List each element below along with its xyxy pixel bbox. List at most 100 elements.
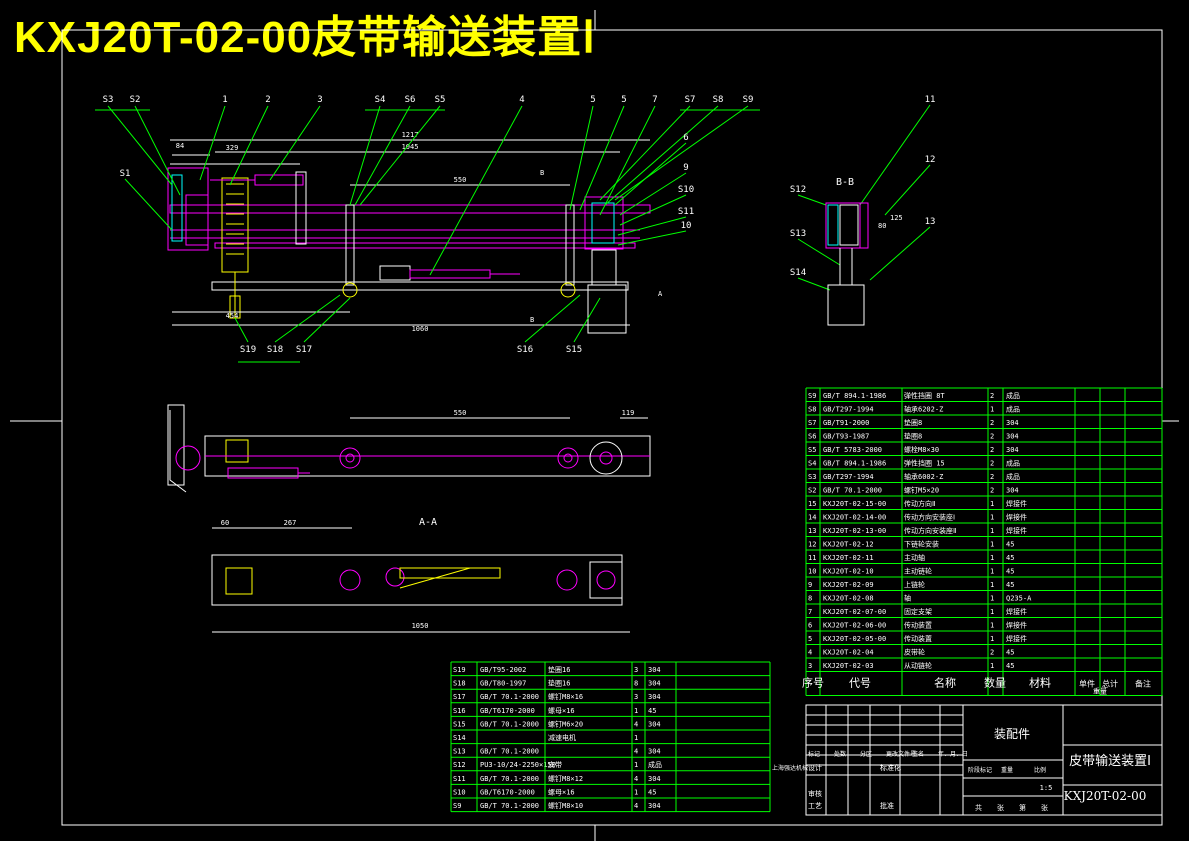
callout-leader-side [619, 172, 687, 216]
dim-front-inner: 1045 [402, 143, 419, 151]
right-pulley-block [584, 196, 624, 250]
parts-right-cell: 14 [808, 514, 816, 522]
parts-right-cell: KXJ20T-02-10 [823, 568, 874, 576]
callout-leader-bottom [234, 317, 249, 343]
parts-right-cell: 成品 [1006, 405, 1020, 414]
parts-right-cell: 传动方向安装座Ⅰ [904, 513, 955, 522]
parts-left-cell: GB/T 70.1-2000 [480, 693, 539, 701]
plan-idler-2-hub [563, 453, 573, 463]
section-marker-a: A [658, 290, 663, 298]
callout-label-top: S7 [685, 95, 696, 105]
parts-left-cell: 螺钉M8×12 [548, 774, 583, 783]
parts-right-cell: 2 [990, 433, 994, 441]
title-block-frame [805, 704, 1163, 816]
plan-idler-1 [339, 447, 361, 469]
parts-right-cell: KXJ20T-02-07-00 [823, 608, 886, 616]
callout-leader-side [614, 142, 687, 206]
parts-left-cell: S16 [453, 707, 466, 715]
callout-leader-top [134, 105, 181, 196]
callout-leader-top [599, 105, 656, 216]
plan-idler-1-hub [345, 453, 355, 463]
bottom-drive-hub [596, 570, 616, 590]
callout-leader-top [604, 105, 719, 206]
parts-right-cell: 传动装置 [904, 621, 932, 630]
callout-leader-side [797, 277, 831, 291]
callout-leader-side [124, 178, 173, 231]
callout-label-top: 2 [265, 95, 270, 105]
callout-label-side: S1 [120, 169, 131, 179]
parts-left-cell: 1 [634, 788, 638, 796]
parts-right-cell: 螺栓M8×30 [904, 445, 939, 454]
parts-right-cell: 1 [990, 514, 994, 522]
dim-plan-top-right: 119 [622, 409, 635, 417]
front-support-1 [345, 204, 355, 286]
section-marker-b-top: B [540, 169, 544, 177]
drive-gearbox [591, 249, 617, 286]
parts-right-cell: 1 [990, 595, 994, 603]
dim-bottom-left-a: 60 [221, 519, 229, 527]
callout-label-bottom: S15 [566, 345, 582, 355]
callout-leader-top [349, 105, 381, 206]
callout-leader-bottom [274, 294, 341, 343]
parts-right-cell: 45 [1006, 649, 1014, 657]
caster-left [342, 282, 358, 298]
parts-right-cell: 主动链轮 [904, 567, 932, 576]
callout-label-side: 9 [683, 163, 688, 173]
callout-label-top: 5 [621, 95, 626, 105]
title-drawing-code: KXJ20T-02-00 [1064, 789, 1147, 803]
callout-label-top: S4 [375, 95, 386, 105]
title-row-label: 标记 [808, 750, 820, 758]
parts-right-cell: KXJ20T-02-08 [823, 595, 874, 603]
parts-right-cell: KXJ20T-02-14-00 [823, 514, 886, 522]
parts-right-cell: 7 [808, 608, 812, 616]
parts-right-cell: 1 [990, 581, 994, 589]
parts-right-cell: 6 [808, 622, 812, 630]
parts-left-cell: S14 [453, 734, 466, 742]
parts-right-cell: S7 [808, 419, 816, 427]
bottom-link [399, 567, 471, 589]
parts-left-cell: 螺钉M6×20 [548, 719, 583, 728]
parts-right-cell: 1 [990, 622, 994, 630]
callout-leader-top [354, 105, 411, 206]
callout-label-bottom: S17 [296, 345, 312, 355]
callout-leader-top [359, 105, 441, 206]
callout-label-top: S8 [713, 95, 724, 105]
title-left-note: 上海强达机械 [772, 764, 808, 772]
callout-leader-bottom [573, 297, 601, 343]
parts-right-cell: 10 [808, 568, 816, 576]
parts-right-cell: 2 [990, 487, 994, 495]
parts-left-cell: 304 [648, 802, 661, 810]
parts-left-cell: 螺母×16 [548, 787, 575, 796]
parts-header-cell: 材料 [1029, 676, 1051, 690]
parts-right-cell: 传动方向Ⅱ [904, 499, 935, 508]
drawing-title: KXJ20T-02-00皮带输送装置Ⅰ [14, 13, 597, 62]
parts-right-cell: 焊接件 [1006, 526, 1027, 535]
parts-left-cell: GB/T80-1997 [480, 680, 526, 688]
callout-label-top: 4 [519, 95, 524, 105]
callout-leader-side [619, 194, 687, 226]
parts-right-cell: 1 [990, 568, 994, 576]
callout-label-top: 1 [222, 95, 227, 105]
dim-bottom-left-b: 267 [284, 519, 297, 527]
parts-right-cell: 轴承6002-Z [904, 472, 943, 481]
view-label-b-b: B-B [836, 177, 854, 188]
parts-right-cell: Q235-A [1006, 595, 1032, 603]
parts-right-cell: 1 [990, 608, 994, 616]
parts-right-cell: 45 [1006, 541, 1014, 549]
callout-label-bottom: S19 [240, 345, 256, 355]
title-stage-label: 重量 [1001, 766, 1013, 774]
caster-right [560, 282, 576, 298]
parts-right-cell: 12 [808, 541, 816, 549]
parts-left-cell: 304 [648, 680, 661, 688]
parts-right-cell: S5 [808, 446, 816, 454]
parts-right-cell: KXJ20T-02-13-00 [823, 527, 886, 535]
parts-left-cell: 3 [634, 693, 638, 701]
title-scale: 1:5 [1040, 784, 1053, 792]
callout-label-top: 7 [652, 95, 657, 105]
parts-left-cell: 螺钉M8×16 [548, 692, 583, 701]
dim-front-overall: 1217 [402, 131, 419, 139]
title-sheet-label: 第 [1019, 803, 1026, 812]
parts-right-cell: 固定支架 [904, 607, 932, 616]
bb-pulley-frame [825, 202, 861, 249]
parts-left-cell: 4 [634, 802, 638, 810]
